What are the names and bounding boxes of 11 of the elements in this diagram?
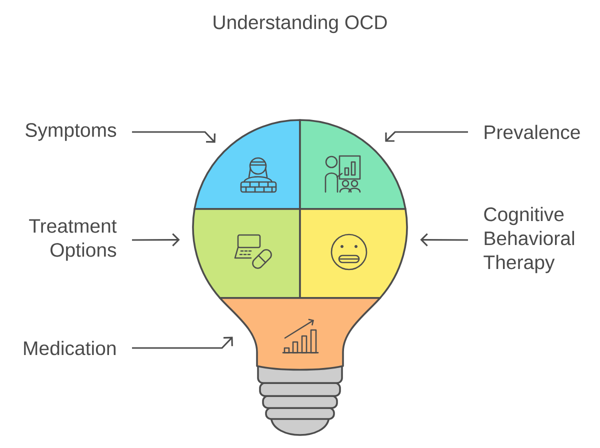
title: Understanding OCD bbox=[214, 14, 387, 34]
label: Prevalence bbox=[484, 124, 580, 140]
label: Cognitive Behavioral Therapy bbox=[484, 206, 574, 274]
label: Medication bbox=[24, 340, 116, 356]
label: Treatment Options bbox=[29, 219, 117, 261]
arrow bbox=[420, 233, 468, 246]
arrow bbox=[132, 336, 233, 349]
arrow bbox=[385, 131, 468, 142]
arrow bbox=[132, 131, 216, 143]
label: Symptoms bbox=[26, 123, 116, 141]
arrow bbox=[132, 233, 180, 246]
